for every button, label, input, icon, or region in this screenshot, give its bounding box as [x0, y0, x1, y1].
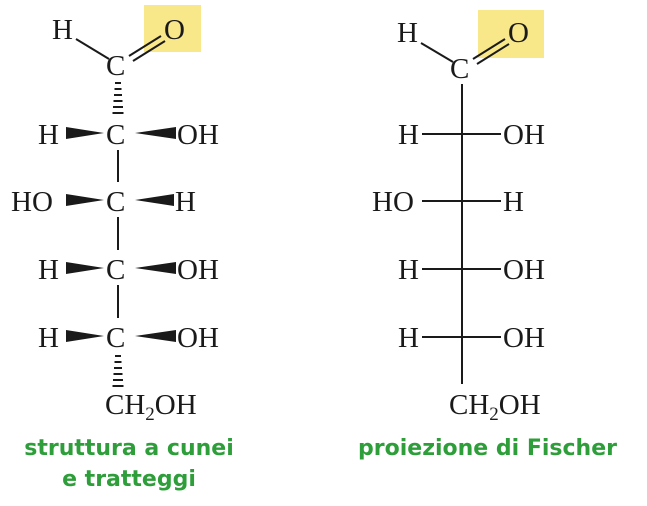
fischer-row1-oh-label: OH — [503, 119, 545, 151]
c3-ho-label: HO — [11, 186, 53, 218]
fischer-row4-h-label: H — [398, 322, 419, 354]
wedge-dash-structure: H C O H C OH HO C H H C — [11, 5, 219, 425]
c5-left-wedge — [66, 330, 104, 342]
c6-ch2oh-label: CH2OH — [105, 389, 197, 425]
fischer-caption: proiezione di Fischer — [358, 436, 617, 461]
c2-label: C — [106, 119, 125, 151]
fischer-ch2oh-label: CH2OH — [449, 389, 541, 425]
c2-left-wedge — [66, 127, 104, 139]
aldehyde-h-label: H — [52, 14, 73, 46]
c4-left-wedge — [66, 262, 104, 274]
c4-right-wedge — [135, 262, 176, 274]
c2-h-label: H — [38, 119, 59, 151]
fischer-aldehyde-h-bond — [420, 42, 454, 63]
wedge-dash-caption: struttura a cunei e tratteggi — [0, 433, 258, 495]
wedge-dash-caption-line2: e tratteggi — [62, 467, 196, 492]
c2-oh-label: OH — [177, 119, 219, 151]
c4-label: C — [106, 254, 125, 286]
fischer-row2-h-label: H — [503, 186, 524, 218]
carbonyl-highlight — [144, 5, 201, 52]
fischer-carbonyl-double-bond-b — [476, 43, 510, 65]
fischer-projection: H C O H OH HO H H OH H OH CH2OH — [372, 10, 545, 425]
c4-oh-label: OH — [177, 254, 219, 286]
dashed-bond-top — [112, 82, 124, 114]
c3-right-wedge — [135, 194, 174, 206]
fischer-row3-oh-label: OH — [503, 254, 545, 286]
carbonyl-double-bond-b — [132, 40, 166, 62]
carbonyl-o-label: O — [164, 14, 185, 46]
c3-left-wedge — [66, 194, 104, 206]
wedge-dash-caption-line1: struttura a cunei — [24, 436, 234, 461]
c4-h-label: H — [38, 254, 59, 286]
carbonyl-double-bond-a — [128, 35, 162, 57]
c5-oh-label: OH — [177, 322, 219, 354]
c5-h-label: H — [38, 322, 59, 354]
dashed-bond-bottom — [112, 355, 124, 387]
c2-right-wedge — [135, 127, 176, 139]
c5-label: C — [106, 322, 125, 354]
fischer-row4-oh-label: OH — [503, 322, 545, 354]
fischer-row1-h-label: H — [398, 119, 419, 151]
aldehyde-h-bond — [75, 38, 110, 60]
fischer-carbonyl-o-label: O — [508, 17, 529, 49]
c3-label: C — [106, 186, 125, 218]
c3-h-label: H — [175, 186, 196, 218]
fischer-row3-h-label: H — [398, 254, 419, 286]
fischer-row2-ho-label: HO — [372, 186, 414, 218]
fischer-c1-label: C — [450, 53, 469, 85]
c5-right-wedge — [135, 330, 176, 342]
fischer-aldehyde-h-label: H — [397, 17, 418, 49]
fischer-carbonyl-double-bond-a — [472, 38, 506, 60]
c1-label: C — [106, 50, 125, 82]
